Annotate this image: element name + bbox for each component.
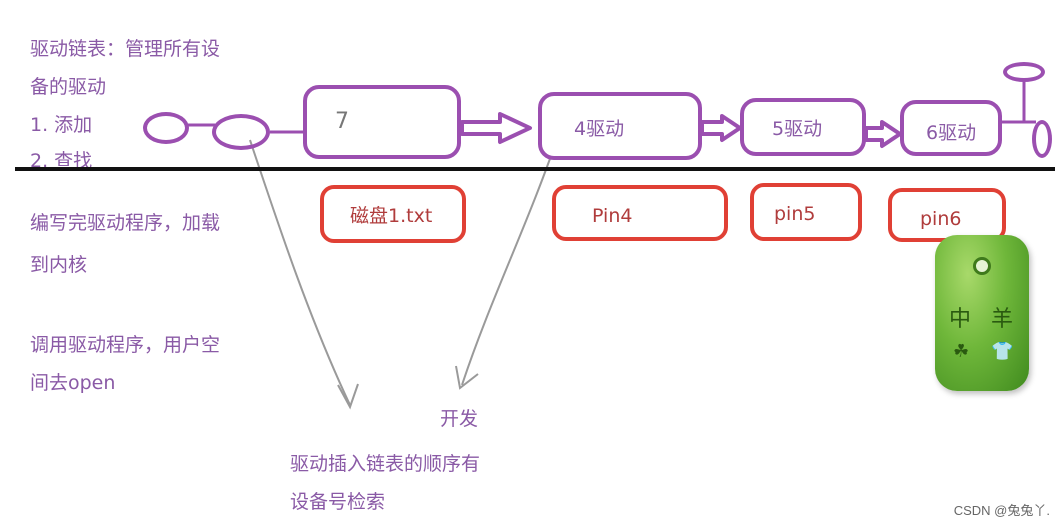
separator-line: [15, 167, 1055, 171]
tail-oval: [1003, 62, 1045, 82]
note-title-line1: 驱动链表：管理所有设: [30, 38, 221, 60]
head-oval: [212, 114, 270, 150]
note-call-line1: 调用驱动程序，用户空: [30, 334, 221, 356]
note-compile-line1: 编写完驱动程序，加载: [30, 212, 221, 234]
driver-node-4: 4驱动: [538, 92, 702, 160]
arrow-icon: [864, 120, 902, 148]
note-item-add: 1. 添加: [30, 114, 93, 136]
badge-glyph-icon: ☘: [953, 341, 970, 362]
node-label: 4驱动: [574, 118, 625, 140]
device-pin4: Pin4: [552, 185, 728, 241]
badge-char: 羊: [991, 307, 1014, 332]
note-dev: 开发: [440, 408, 479, 430]
arrow-icon: [460, 112, 532, 144]
tail-oval: [1032, 120, 1052, 158]
driver-node-6: 6驱动: [900, 100, 1002, 156]
badge-hole: [973, 257, 991, 275]
head-oval: [143, 112, 189, 144]
device-disk: 磁盘1.txt: [320, 185, 466, 243]
shirt-icon: 👕: [991, 341, 1014, 362]
node-label: 5驱动: [772, 118, 823, 140]
node-label: 7: [335, 109, 349, 134]
driver-node-5: 5驱动: [740, 98, 866, 156]
device-label: Pin4: [592, 205, 633, 227]
logo-badge: 中 羊 ☘ 👕: [935, 235, 1029, 391]
device-pin5: pin5: [750, 183, 862, 241]
device-label: pin6: [920, 208, 962, 230]
sketch-arrow-head: [337, 383, 359, 410]
device-label: 磁盘1.txt: [350, 205, 433, 227]
watermark: CSDN @兔兔丫.: [953, 503, 1050, 518]
badge-char: 中: [949, 307, 972, 332]
arrow-icon: [700, 114, 742, 142]
note-compile-line2: 到内核: [30, 254, 88, 276]
device-label: pin5: [774, 203, 816, 225]
note-order-line1: 驱动插入链表的顺序有: [290, 453, 481, 475]
sketch-arrow-head: [455, 365, 479, 390]
note-title-line2: 备的驱动: [30, 76, 107, 98]
device-pin6: pin6: [888, 188, 1006, 242]
sketch-arrow: [461, 129, 561, 386]
note-call-line2: 间去open: [30, 372, 116, 394]
note-order-line2: 设备号检索: [290, 491, 386, 513]
node-label: 6驱动: [926, 122, 977, 144]
driver-node-1: 7: [303, 85, 461, 159]
note-item-find: 2. 查找: [30, 150, 93, 172]
sketch-arrow: [249, 139, 351, 406]
